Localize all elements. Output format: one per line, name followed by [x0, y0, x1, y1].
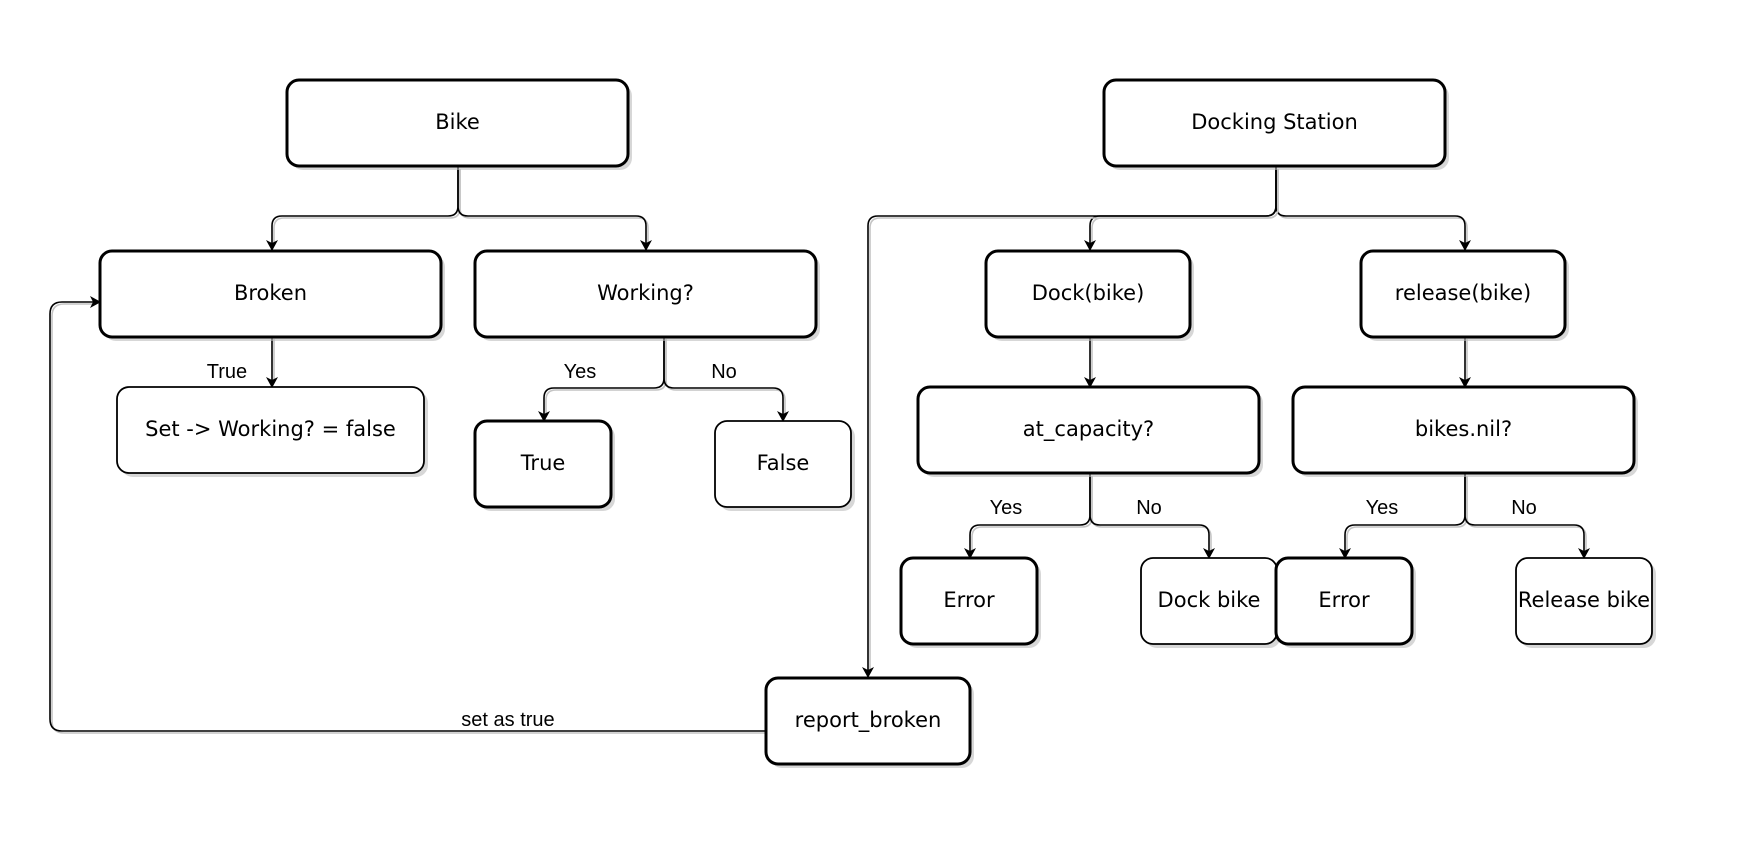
nodes: Bike Docking Station Broken Working? Set… — [98, 78, 1656, 768]
node-dock-error[interactable]: Error — [899, 556, 1041, 648]
node-dock-error-label: Error — [943, 588, 995, 612]
node-dock-bike-method[interactable]: Dock(bike) — [984, 249, 1194, 341]
edge-labels: True Yes No Yes No Yes No set as true — [207, 361, 1537, 731]
node-dock-bike-method-label: Dock(bike) — [1032, 281, 1145, 305]
node-bikes-nil-label: bikes.nil? — [1415, 417, 1512, 441]
node-report-broken-label: report_broken — [795, 708, 942, 733]
label-working-no: No — [711, 361, 737, 383]
edge-station-to-dock — [1084, 167, 1277, 251]
edges — [49, 167, 1590, 734]
edge-report-broken-to-broken — [49, 296, 766, 732]
node-working-false-label: False — [757, 451, 810, 475]
edge-bike-to-broken — [266, 167, 459, 251]
edge-working-to-false — [663, 337, 789, 422]
edge-station-to-release — [1275, 167, 1471, 251]
node-dock-bike[interactable]: Dock bike — [1140, 557, 1281, 648]
label-set-as-true: set as true — [461, 709, 554, 731]
edge-nil-to-release-bike — [1464, 474, 1590, 559]
node-docking-station-label: Docking Station — [1191, 110, 1358, 134]
node-set-working-false-label: Set -> Working? = false — [145, 417, 396, 441]
label-capacity-yes: Yes — [990, 497, 1023, 519]
edge-nil-to-error — [1339, 474, 1466, 559]
node-set-working-false[interactable]: Set -> Working? = false — [116, 386, 428, 477]
node-working-true-label: True — [520, 451, 566, 475]
node-bikes-nil[interactable]: bikes.nil? — [1291, 385, 1638, 477]
label-broken-true: True — [207, 361, 247, 383]
node-release-bike-method[interactable]: release(bike) — [1359, 249, 1569, 341]
label-nil-no: No — [1511, 497, 1537, 519]
node-broken[interactable]: Broken — [98, 249, 445, 341]
edge-capacity-to-dock-bike — [1089, 474, 1215, 559]
node-bike[interactable]: Bike — [285, 78, 632, 170]
edge-capacity-to-error — [964, 474, 1091, 559]
node-release-bike-method-label: release(bike) — [1395, 281, 1531, 305]
node-at-capacity[interactable]: at_capacity? — [916, 385, 1263, 477]
node-release-error-label: Error — [1318, 588, 1370, 612]
node-at-capacity-label: at_capacity? — [1023, 417, 1154, 442]
node-release-bike[interactable]: Release bike — [1515, 557, 1656, 648]
label-working-yes: Yes — [564, 361, 597, 383]
node-broken-label: Broken — [234, 281, 307, 305]
edge-bike-to-working — [457, 167, 652, 251]
label-nil-yes: Yes — [1366, 497, 1399, 519]
node-working-true[interactable]: True — [473, 419, 615, 511]
node-bike-label: Bike — [435, 110, 480, 134]
node-docking-station[interactable]: Docking Station — [1102, 78, 1449, 170]
label-capacity-no: No — [1136, 497, 1162, 519]
node-working-label: Working? — [597, 281, 694, 305]
node-release-bike-label: Release bike — [1518, 588, 1650, 612]
node-working-false[interactable]: False — [714, 420, 855, 511]
edge-station-to-report-broken — [862, 167, 1277, 678]
node-release-error[interactable]: Error — [1274, 556, 1416, 648]
node-dock-bike-label: Dock bike — [1158, 588, 1261, 612]
edge-working-to-true — [538, 337, 665, 422]
node-report-broken[interactable]: report_broken — [764, 676, 974, 768]
node-working[interactable]: Working? — [473, 249, 820, 341]
